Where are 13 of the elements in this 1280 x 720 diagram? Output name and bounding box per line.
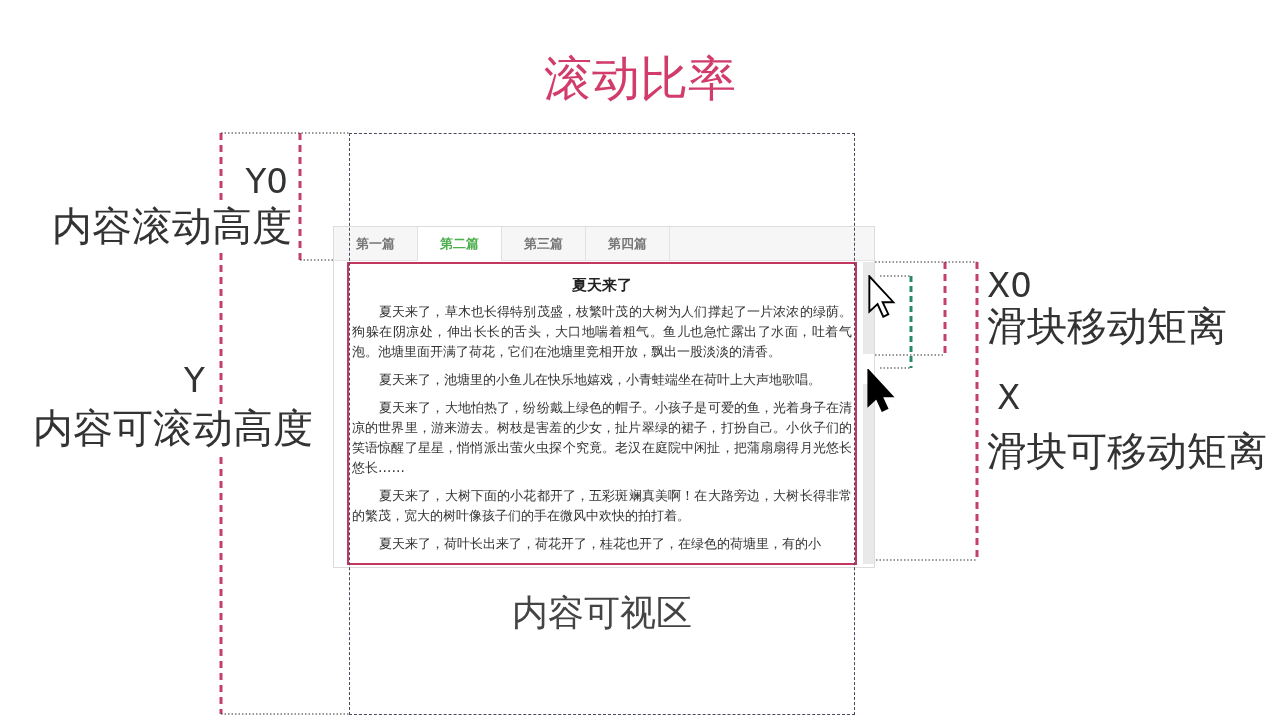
article-heading: 夏天来了	[571, 275, 633, 296]
tab: 第三篇	[502, 227, 586, 261]
paragraph: 夏天来了，荷叶长出来了，荷花开了，桂花也开了，在绿色的荷塘里，有的小	[377, 535, 822, 553]
paragraph: 夏天来了，草木也长得特别茂盛，枝繁叶茂的大树为人们撑起了一片浓浓的绿荫。狗躲在阴凉处，伸出长长的舌头，大口地喘着粗气。鱼儿也急忙露出了水面，吐着气泡。池塘里面开满了荷花，它们在池塘里竞相开放，飘出一股淡淡的清香。	[352, 303, 852, 361]
paragraph: 夏天来了，大地怕热了，纷纷戴上绿色的帽子。小孩子是可爱的鱼，光着身子在清凉的世界里，游来游去。树枝是害羞的少女，扯片翠绿的裙子，打扮自己。小伙子们的笑语惊醒了星星，悄悄派出萤火虫探个究竟。老汉在庭院中闲扯，把蒲扇扇得月光悠长悠长……	[352, 399, 852, 477]
paragraph: 夏天来了，大树下面的小花都开了，五彩斑斓真美啊！在大路旁边，大树长得非常的繁茂，宽大的树叶像孩子们的手在微风中欢快的拍打着。	[352, 487, 852, 525]
title: 滚动比率	[544, 49, 736, 108]
tab: 第二篇	[418, 227, 502, 261]
browser-panel	[333, 226, 875, 568]
paragraph: 夏天来了，池塘里的小鱼儿在快乐地嬉戏，小青蛙端坐在荷叶上大声地歌唱。	[377, 371, 822, 389]
content-box	[347, 262, 857, 565]
tab: 第四篇	[586, 227, 670, 261]
area-label: 内容可视区	[512, 591, 692, 635]
